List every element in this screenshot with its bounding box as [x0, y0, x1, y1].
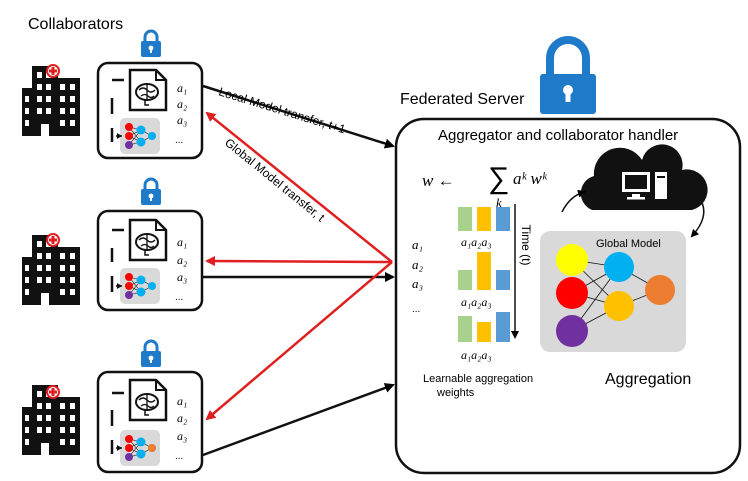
svg-text:...: ...: [412, 304, 420, 315]
hidden-node: [604, 291, 634, 321]
global-model-panel: Global Model: [540, 231, 686, 352]
hidden-node: [604, 252, 634, 282]
client-ellipsis: ...: [175, 135, 183, 146]
cloud-out-arrow: [690, 195, 705, 238]
svg-text:w ←: w ←: [422, 171, 455, 190]
red-cross-icon: [46, 64, 60, 78]
weight-bars-t1: a₁a₂a₃: [458, 207, 510, 249]
red-cross-icon: [46, 385, 60, 399]
medical-data-icon: [128, 378, 168, 422]
server-label: Federated Server: [400, 91, 525, 108]
svg-text:k: k: [496, 195, 502, 210]
client-weight-a1: a₁: [177, 235, 187, 249]
server-lock-icon: [540, 36, 596, 114]
global-transfer-arrow-1: [205, 111, 393, 263]
output-node: [645, 275, 675, 305]
bar-labels: a₁a₂a₃: [461, 235, 492, 249]
client-ellipsis: ...: [175, 451, 183, 462]
local-transfer-arrow-3: [202, 383, 395, 457]
svg-text:∑: ∑: [488, 162, 509, 195]
red-cross-icon: [46, 233, 60, 247]
lock-icon: [139, 177, 163, 207]
client-weight-a2: a₂: [177, 97, 187, 111]
client-weight-a2: a₂: [177, 411, 187, 425]
weight-bars-t3: a₁a₂a₃: [458, 312, 510, 362]
cloud-server-icon: [580, 144, 708, 210]
local-transfer-arrow-1: [202, 84, 395, 149]
svg-text:aᵏ wᵏ: aᵏ wᵏ: [513, 169, 548, 188]
local-transfer-label: Local Model transfer, t+1: [217, 84, 347, 136]
lock-icon: [139, 339, 163, 369]
local-model-icon: [115, 267, 161, 305]
weights-column: a₁ a₂ a₃ ...: [412, 237, 424, 315]
input-node: [556, 277, 588, 309]
client-ellipsis: ...: [175, 292, 183, 303]
global-transfer-arrow-3: [205, 261, 393, 421]
collaborators-label: Collaborators: [28, 16, 123, 33]
aggregator-title: Aggregator and collaborator handler: [438, 127, 678, 144]
client-weight-a3: a₃: [177, 270, 187, 284]
svg-text:a₁: a₁: [412, 237, 423, 252]
svg-text:a₂: a₂: [412, 257, 424, 272]
input-node: [556, 244, 588, 276]
aggregation-formula: w ← ∑ k aᵏ wᵏ: [422, 162, 548, 210]
lock-icon: [139, 29, 163, 59]
client-3: a₁ a₂ a₃ ...: [22, 339, 204, 474]
bar-labels: a₁a₂a₃: [461, 348, 492, 362]
cloud-in-arrow: [561, 189, 586, 213]
svg-text:a₃: a₃: [412, 276, 423, 291]
input-node: [556, 315, 588, 347]
weight-bars-t2: a₁a₂a₃: [458, 252, 510, 309]
global-transfer-label: Global Model transfer, t: [222, 135, 328, 224]
client-1: a₁ a₂ a₃ ...: [22, 29, 204, 160]
global-transfer-arrow-2: [205, 256, 393, 267]
client-weight-a1: a₁: [177, 81, 187, 95]
global-model-label: Global Model: [596, 238, 661, 250]
client-weight-a3: a₃: [177, 429, 187, 443]
local-model-icon: [115, 117, 161, 155]
client-2: a₁ a₂ a₃ ...: [22, 177, 204, 312]
aggregation-label: Aggregation: [605, 371, 691, 388]
client-weight-a2: a₂: [177, 253, 187, 267]
medical-data-icon: [128, 218, 168, 262]
bar-labels: a₁a₂a₃: [461, 295, 492, 309]
client-weight-a3: a₃: [177, 113, 187, 127]
time-axis-label: Time (t): [519, 225, 533, 266]
client-weight-a1: a₁: [177, 394, 187, 408]
medical-data-icon: [128, 68, 168, 112]
